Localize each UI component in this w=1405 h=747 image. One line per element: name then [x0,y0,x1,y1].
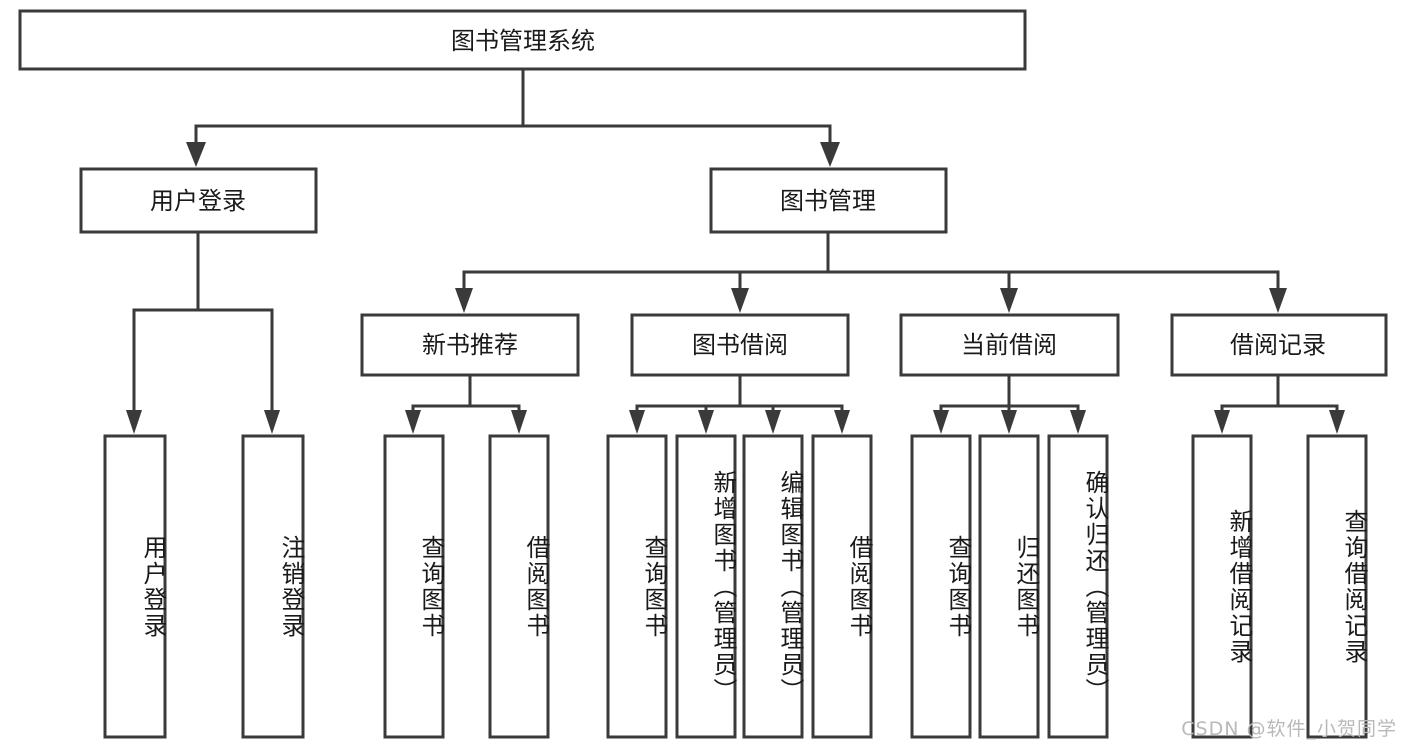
leaf-box-add-book[interactable] [675,434,737,739]
leaf-box-return-book[interactable] [978,434,1040,739]
node-user-login[interactable]: 用户登录 [79,167,318,234]
node-root-box[interactable] [18,9,1027,71]
connector-current-borrow-to-leaves [933,374,1086,434]
node-user-login-label: 用户登录 [150,187,246,215]
node-book-borrow-label: 图书借阅 [692,331,788,359]
arrow-head-leaf-borrow-book-1 [511,410,527,434]
connector-book-manage-to-level3 [455,231,1287,313]
node-new-book-recommend-box[interactable] [360,313,580,377]
arrow-head-new-book-recommend [455,288,473,313]
connector-book-borrow-to-leaves [629,374,850,434]
node-root[interactable]: 图书管理系统 [18,9,1027,71]
watermark-text: CSDN @软件_小贺同学 [1181,718,1397,740]
arrow-head-leaf-confirm-return [1070,410,1086,434]
node-book-manage-label: 图书管理 [780,187,876,215]
arrow-head-user-login [186,142,206,167]
leaf-box-query-book-2[interactable] [606,434,668,739]
leaf-box-user-logout[interactable] [241,434,305,739]
arrow-head-leaf-add-book [698,410,714,434]
node-book-manage-box[interactable] [709,167,948,234]
node-borrow-record-box[interactable] [1170,313,1388,377]
node-book-borrow-box[interactable] [630,313,850,377]
arrow-head-book-manage [820,142,840,167]
leaf-box-add-record[interactable] [1191,434,1253,739]
leaf-boxes [103,434,1368,739]
node-borrow-record-label: 借阅记录 [1230,331,1326,359]
arrow-head-book-borrow [731,288,749,313]
arrow-head-leaf-return-book [1001,410,1017,434]
arrow-head-leaf-query-book-2 [629,410,645,434]
node-new-book-recommend-label: 新书推荐 [422,331,518,359]
connector-user-login-to-leaves [126,231,280,434]
arrow-head-leaf-add-record [1214,410,1230,434]
node-current-borrow-label: 当前借阅 [961,331,1057,359]
node-root-label: 图书管理系统 [451,27,595,55]
arrow-head-leaf-borrow-book-2 [834,410,850,434]
leaf-box-borrow-book-1[interactable] [488,434,550,739]
arrow-head-leaf-query-book-3 [933,410,949,434]
arrow-head-leaf-query-book-1 [405,410,421,434]
node-book-manage[interactable]: 图书管理 [709,167,948,234]
node-book-borrow[interactable]: 图书借阅 [630,313,850,377]
arrow-head-leaf-user-login [126,410,142,434]
connector-new-book-to-leaves [405,374,527,434]
leaf-box-confirm-return[interactable] [1047,434,1109,739]
leaf-box-query-book-1[interactable] [383,434,445,739]
arrow-head-leaf-query-record [1329,410,1345,434]
arrow-head-leaf-user-logout [264,410,280,434]
leaf-box-edit-book[interactable] [742,434,804,739]
arrow-head-leaf-edit-book [765,410,781,434]
leaf-box-borrow-book-2[interactable] [811,434,873,739]
leaf-box-user-login[interactable] [103,434,167,739]
node-user-login-box[interactable] [79,167,318,234]
node-current-borrow-box[interactable] [899,313,1120,377]
node-new-book-recommend[interactable]: 新书推荐 [360,313,580,377]
node-current-borrow[interactable]: 当前借阅 [899,313,1120,377]
connector-root-to-level2 [186,67,840,167]
leaf-box-query-record[interactable] [1306,434,1368,739]
arrow-head-current-borrow [1000,288,1018,313]
arrow-head-borrow-record [1269,288,1287,313]
leaf-box-query-book-3[interactable] [910,434,972,739]
node-borrow-record[interactable]: 借阅记录 [1170,313,1388,377]
connector-borrow-record-to-leaves [1214,374,1345,434]
